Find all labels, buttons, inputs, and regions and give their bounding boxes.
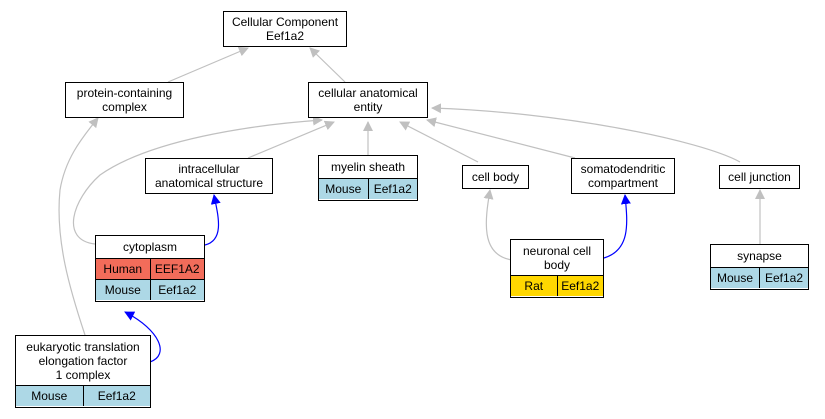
edge-neuronal-partof-somatodendritic xyxy=(603,194,631,259)
gene-symbol: Eef1a2 xyxy=(149,280,204,300)
species-row: Mouse Eef1a2 xyxy=(16,385,150,406)
edge-intracellular-to-entity xyxy=(247,120,335,159)
gene-symbol: Eef1a2 xyxy=(759,268,808,288)
node-myelin-sheath[interactable]: myelin sheath Mouse Eef1a2 xyxy=(318,155,418,201)
node-cytoplasm[interactable]: cytoplasm Human EEF1A2 Mouse Eef1a2 xyxy=(95,235,205,302)
edge-entity-to-root xyxy=(309,47,346,83)
species-row: Rat Eef1a2 xyxy=(511,275,603,296)
edge-eef1-partof-cytoplasm xyxy=(124,311,161,363)
node-cell-junction[interactable]: cell junction xyxy=(719,165,800,189)
edge-cytoplasm-to-entity xyxy=(72,115,323,245)
node-label: myelin sheath xyxy=(330,160,406,174)
node-label: eukaryotic translation elongation factor… xyxy=(26,339,140,382)
species-name: Mouse xyxy=(319,179,368,199)
node-protein-containing-complex[interactable]: protein-containing complex xyxy=(65,82,184,118)
species-row: Mouse Eef1a2 xyxy=(319,178,417,199)
species-row: Mouse Eef1a2 xyxy=(96,279,204,300)
node-cellular-anatomical-entity[interactable]: cellular anatomical entity xyxy=(308,82,428,118)
edge-protein-complex-to-root xyxy=(167,46,249,83)
edge-cytoplasm-partof-intracellular xyxy=(204,194,221,246)
node-label: cell junction xyxy=(728,170,791,184)
species-name: Human xyxy=(96,259,150,279)
node-synapse[interactable]: synapse Mouse Eef1a2 xyxy=(710,244,809,290)
node-label: synapse xyxy=(737,249,782,263)
edge-celljunction-to-entity xyxy=(431,103,741,163)
species-row: Human EEF1A2 xyxy=(96,258,204,279)
node-label: cytoplasm xyxy=(122,240,178,254)
gene-symbol: Eef1a2 xyxy=(82,386,150,406)
node-label: somatodendritic compartment xyxy=(580,162,666,190)
node-intracellular-anatomical-structure[interactable]: intracellular anatomical structure xyxy=(145,158,273,194)
node-label: cellular anatomical entity xyxy=(318,86,418,114)
node-neuronal-cell-body[interactable]: neuronal cell body Rat Eef1a2 xyxy=(510,239,604,298)
node-label: neuronal cell body xyxy=(522,243,592,272)
node-cellular-component[interactable]: Cellular Component Eef1a2 xyxy=(223,11,347,47)
node-label: protein-containing complex xyxy=(76,86,173,114)
node-somatodendritic-compartment[interactable]: somatodendritic compartment xyxy=(571,158,675,194)
gene-symbol: Eef1a2 xyxy=(367,179,417,199)
node-label: intracellular anatomical structure xyxy=(154,162,264,190)
node-label: cell body xyxy=(471,170,520,184)
node-label: Cellular Component Eef1a2 xyxy=(231,15,339,43)
edge-cellbody-to-entity xyxy=(399,121,479,163)
edge-neuronal-to-cellbody xyxy=(483,189,513,261)
edge-eef1-to-protein-complex xyxy=(58,117,99,336)
species-row: Mouse Eef1a2 xyxy=(711,267,808,288)
species-name: Mouse xyxy=(96,280,150,300)
gene-symbol: EEF1A2 xyxy=(149,259,204,279)
species-name: Rat xyxy=(511,276,557,296)
node-cell-body[interactable]: cell body xyxy=(462,165,529,189)
species-name: Mouse xyxy=(16,386,83,406)
node-eef1-complex[interactable]: eukaryotic translation elongation factor… xyxy=(15,335,151,408)
gene-symbol: Eef1a2 xyxy=(556,276,603,296)
edge-somatodendritic-to-entity xyxy=(426,117,576,159)
species-name: Mouse xyxy=(711,268,759,288)
